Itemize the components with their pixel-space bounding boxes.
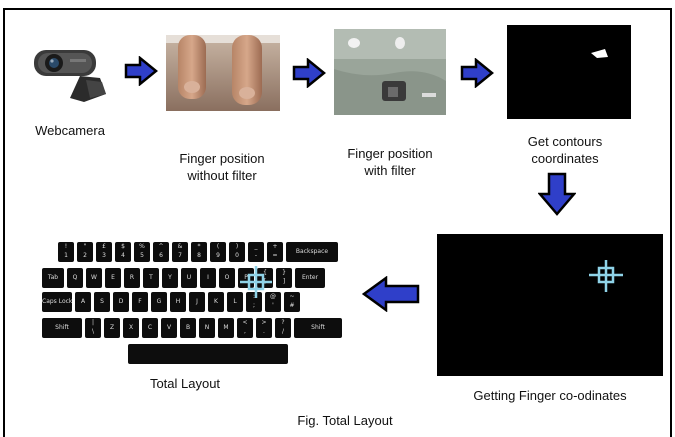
arrow-right-icon (460, 58, 494, 88)
keyboard-key[interactable]: K (208, 292, 224, 312)
keyboard-key[interactable]: C (142, 318, 158, 338)
keyboard-key[interactable]: Enter (295, 268, 325, 288)
total-layout-label: Total Layout (149, 376, 221, 391)
keyboard-key[interactable]: ! 1 (58, 242, 74, 262)
contours-image (507, 25, 631, 119)
keyboard-key[interactable]: * 8 (191, 242, 207, 262)
keyboard-key[interactable]: J (189, 292, 205, 312)
keyboard-key[interactable]: A (75, 292, 91, 312)
keyboard-key[interactable]: < , (237, 318, 253, 338)
keyboard-key[interactable]: E (105, 268, 121, 288)
keyboard-key[interactable]: Z (104, 318, 120, 338)
keyboard-key[interactable]: $ 4 (115, 242, 131, 262)
keyboard-key[interactable]: D (113, 292, 129, 312)
keyboard-key[interactable]: > . (256, 318, 272, 338)
arrow-down-icon (538, 172, 576, 216)
arrow-right-icon (124, 56, 158, 86)
arrow-right-icon (292, 58, 326, 88)
keyboard-key[interactable]: } ] (276, 268, 292, 288)
keyboard-key[interactable]: % 5 (134, 242, 150, 262)
keyboard-key[interactable]: Tab (42, 268, 64, 288)
keyboard-key[interactable]: O (219, 268, 235, 288)
finger-coordinates-image (437, 234, 663, 376)
webcam-label: Webcamera (35, 123, 105, 138)
keyboard-key[interactable]: & 7 (172, 242, 188, 262)
virtual-keyboard: ! 1" 2£ 3$ 4% 5^ 6& 7* 8( 9) 0_ -+ =Back… (32, 236, 342, 368)
keyboard-key[interactable]: U (181, 268, 197, 288)
keyboard-key[interactable]: ( 9 (210, 242, 226, 262)
contours-label: Get contours coordinates (527, 134, 603, 166)
keyboard-key[interactable]: R (124, 268, 140, 288)
keyboard-key[interactable]: L (227, 292, 243, 312)
keyboard-key[interactable]: Q (67, 268, 83, 288)
keyboard-key[interactable]: £ 3 (96, 242, 112, 262)
keyboard-key[interactable]: G (151, 292, 167, 312)
keyboard-key[interactable]: ? / (275, 318, 291, 338)
keyboard-spacebar[interactable] (128, 344, 288, 364)
keyboard-key[interactable]: Backspace (286, 242, 338, 262)
keyboard-crosshair-icon (240, 266, 272, 298)
keyboard-key[interactable]: @ ' (265, 292, 281, 312)
keyboard-key[interactable]: Shift (42, 318, 82, 338)
figure-caption: Fig. Total Layout (297, 413, 393, 428)
webcam-icon (34, 50, 106, 102)
keyboard-key[interactable]: Caps Lock (42, 292, 72, 312)
keyboard-key[interactable]: V (161, 318, 177, 338)
keyboard-key[interactable]: W (86, 268, 102, 288)
keyboard-key[interactable]: N (199, 318, 215, 338)
keyboard-key[interactable]: S (94, 292, 110, 312)
finger-photo-unfiltered (166, 35, 280, 111)
keyboard-key[interactable]: I (200, 268, 216, 288)
figure-frame (3, 8, 672, 437)
finger-no-filter-label: Finger position without filter (179, 151, 265, 183)
keyboard-key[interactable]: Shift (294, 318, 342, 338)
keyboard-key[interactable]: H (170, 292, 186, 312)
keyboard-key[interactable]: T (143, 268, 159, 288)
keyboard-key[interactable]: | \ (85, 318, 101, 338)
keyboard-key[interactable]: ) 0 (229, 242, 245, 262)
keyboard-key[interactable]: B (180, 318, 196, 338)
keyboard-key[interactable]: : ; (246, 292, 262, 312)
keyboard-key[interactable]: ~ # (284, 292, 300, 312)
keyboard-key[interactable]: _ - (248, 242, 264, 262)
finger-photo-filtered (334, 29, 446, 115)
keyboard-key[interactable]: F (132, 292, 148, 312)
keyboard-key[interactable]: ^ 6 (153, 242, 169, 262)
arrow-left-icon (362, 276, 420, 312)
keyboard-key[interactable]: Y (162, 268, 178, 288)
keyboard-key[interactable]: M (218, 318, 234, 338)
keyboard-key[interactable]: " 2 (77, 242, 93, 262)
keyboard-key[interactable]: + = (267, 242, 283, 262)
keyboard-key[interactable]: X (123, 318, 139, 338)
getting-finger-label: Getting Finger co-odinates (473, 388, 627, 403)
finger-with-filter-label: Finger position with filter (347, 146, 433, 178)
